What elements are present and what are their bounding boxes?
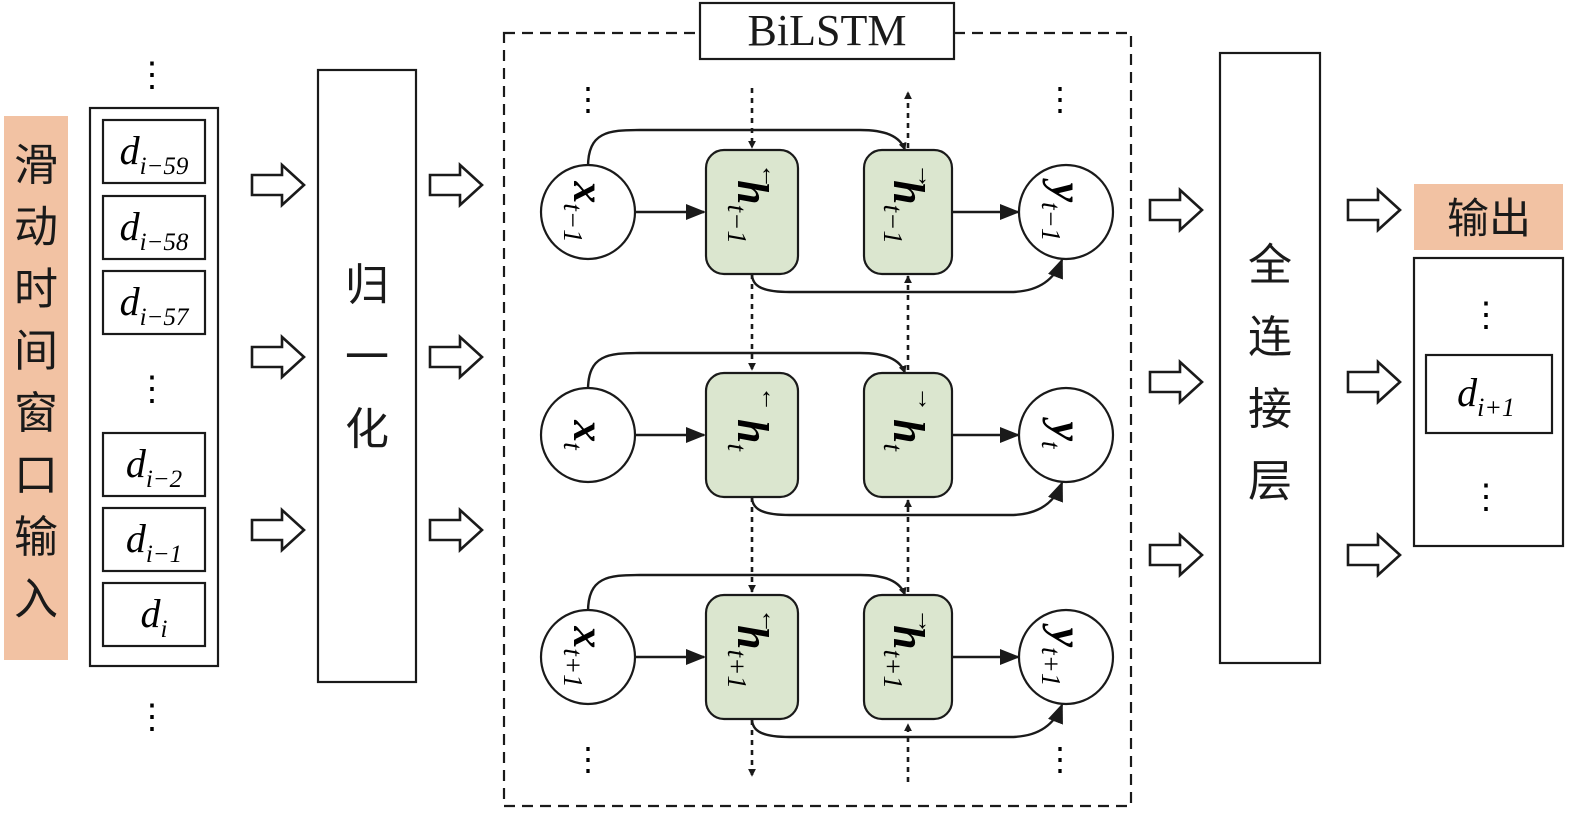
normalize-label: 归一化 [345, 260, 389, 455]
input-node-label: xt [558, 419, 613, 451]
flow-arrow [428, 507, 484, 553]
input-label: 滑动时间窗口输入 [4, 116, 68, 660]
input-cell-text: di−1 [126, 516, 182, 568]
input-window: ⋮ ⋮ ⋮ di−59 di−58 di−57 di−2 di−1 di [88, 57, 220, 736]
output-node-label: yt+1 [1036, 623, 1091, 687]
forward-hidden-label: ht [722, 419, 777, 452]
input-cell: di−57 [101, 269, 207, 336]
forward-hidden-label-direction: ← [756, 386, 785, 412]
flow-arrows [250, 162, 1402, 578]
input-node [539, 163, 637, 261]
backward-hidden-label: ht−1 [878, 180, 933, 244]
output-ellipsis-bottom: ⋮ [1469, 479, 1503, 516]
output-cell [1424, 353, 1554, 435]
bilstm-title: BiLSTM [748, 6, 907, 55]
input-cell-text: di−2 [126, 441, 182, 493]
flow-arrow [1148, 359, 1204, 405]
flow-arrow [1346, 359, 1402, 405]
bilstm-row: xt−1ht−1←ht−1→yt−1 [539, 128, 1115, 294]
input-cell: di−2 [101, 431, 207, 498]
output-cell-text: di+1 [1457, 370, 1515, 422]
output-node [1017, 608, 1115, 706]
output-ellipsis-top: ⋮ [1469, 297, 1503, 334]
flow-arrow [1346, 532, 1402, 578]
output-label: 输出 [1447, 194, 1531, 243]
flow-arrow [250, 162, 306, 208]
backward-hidden-label-direction: → [912, 163, 941, 189]
input-node [539, 608, 637, 706]
input-node-label: xt+1 [558, 625, 613, 687]
input-node-label: xt−1 [558, 180, 613, 242]
normalize-block: 归一化 [316, 68, 418, 684]
forward-hidden-state [704, 593, 800, 721]
bilstm-row: xt+1ht+1←ht+1→yt+1 [539, 573, 1115, 739]
backward-hidden-label: ht [878, 419, 933, 452]
input-cell-text: di−58 [120, 204, 189, 256]
bilstm-ellipsis: ⋮ [572, 81, 604, 117]
input-label-text: 滑动时间窗口输入 [14, 140, 58, 625]
input-node [539, 386, 637, 484]
input-ellipsis-top: ⋮ [135, 57, 169, 94]
fc-block: 全连接层 [1218, 51, 1322, 665]
backward-hidden-state [862, 371, 954, 499]
backward-hidden-state [862, 148, 954, 276]
forward-hidden-label-direction: ← [756, 608, 785, 634]
forward-hidden-label: ht−1 [722, 180, 777, 244]
forward-hidden-label: ht+1 [722, 625, 777, 689]
input-cell: di−59 [101, 118, 207, 185]
input-cell: di−58 [101, 194, 207, 261]
forward-hidden-state [704, 148, 800, 276]
input-cell-text: di−57 [120, 279, 190, 331]
flow-arrow [250, 507, 306, 553]
flow-arrow [428, 162, 484, 208]
flow-arrow [1148, 532, 1204, 578]
output-block: 输出 ⋮ di+1 ⋮ [1412, 184, 1565, 548]
flow-arrow [428, 334, 484, 380]
backward-hidden-state [862, 593, 954, 721]
forward-hidden-state [704, 371, 800, 499]
backward-hidden-label: ht+1 [878, 625, 933, 689]
backward-hidden-label-direction: → [912, 608, 941, 634]
output-node-label: yt [1036, 416, 1091, 450]
input-ellipsis-bottom: ⋮ [135, 699, 169, 736]
bilstm-ellipsis: ⋮ [1044, 81, 1076, 117]
flow-arrow [1346, 187, 1402, 233]
input-cell: di−1 [101, 506, 207, 573]
fc-label: 全连接层 [1248, 240, 1292, 507]
bilstm-block: BiLSTM ⋮⋮⋮⋮xt−1ht−1←ht−1→yt−1xtht←ht→ytx… [502, 1, 1133, 808]
bilstm-ellipsis: ⋮ [572, 741, 604, 777]
backward-hidden-label-direction: → [912, 386, 941, 412]
bilstm-row: xt ht ← ht → yt [539, 351, 1115, 517]
output-node-label: yt−1 [1036, 178, 1091, 242]
bilstm-ellipsis: ⋮ [1044, 741, 1076, 777]
input-ellipsis-mid: ⋮ [135, 371, 169, 408]
input-cell-text: di [141, 591, 168, 643]
forward-hidden-label-direction: ← [756, 163, 785, 189]
input-cell: di [101, 581, 207, 648]
output-node [1017, 163, 1115, 261]
flow-arrow [1148, 187, 1204, 233]
input-cell-text: di−59 [120, 128, 189, 180]
output-node [1017, 386, 1115, 484]
flow-arrow [250, 334, 306, 380]
